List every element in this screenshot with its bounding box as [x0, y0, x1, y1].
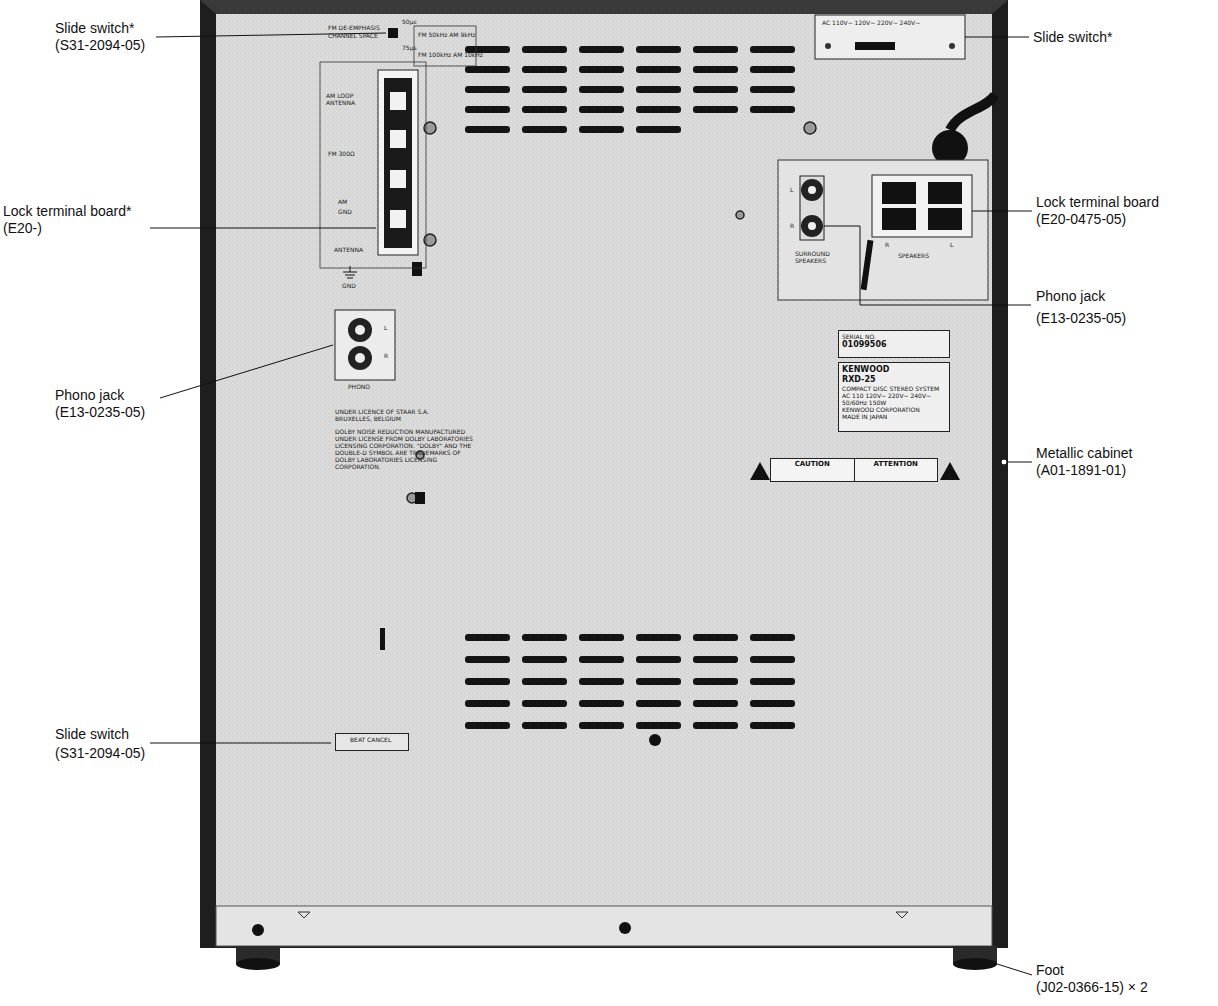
- output-panel: [778, 160, 988, 300]
- part-callout: (A01-1891-01): [1036, 462, 1126, 479]
- part-callout: (E13-0235-05): [55, 404, 145, 421]
- panel-marking: AC 110V~ 120V~ 220V~ 240V~: [822, 19, 957, 26]
- panel-marking: DOLBY NOISE REDUCTION MANUFACTURED UNDER…: [335, 428, 475, 470]
- panel-marking: GND: [338, 208, 352, 215]
- voltage-selector: [815, 15, 965, 59]
- part-callout: Phono jack: [1036, 288, 1105, 305]
- box-text: AC 110 120V~ 220V~ 240V~ 50/60Hz 150W: [842, 392, 946, 406]
- box-text: CAUTION: [771, 459, 855, 481]
- part-callout: Metallic cabinet: [1036, 445, 1133, 462]
- panel-marking: FM 300Ω: [328, 150, 355, 157]
- part-callout: Slide switch: [55, 726, 129, 743]
- serial-plate: SERIAL NO.01099506: [838, 330, 950, 358]
- part-callout: Slide switch*: [55, 20, 134, 37]
- part-callout: (E20-): [3, 220, 42, 237]
- part-callout: (E13-0235-05): [1036, 310, 1126, 327]
- panel-marking: L: [384, 324, 387, 331]
- back-panel: [216, 14, 992, 906]
- panel-marking: CHANNEL SPACE: [328, 32, 378, 39]
- panel-marking: L: [790, 186, 793, 193]
- box-text: 01099506: [842, 340, 946, 350]
- part-callout: Foot: [1036, 962, 1064, 979]
- panel-marking: L: [950, 241, 953, 248]
- part-callout: Lock terminal board*: [3, 203, 131, 220]
- box-text: COMPACT DISC STEREO SYSTEM: [842, 385, 946, 392]
- panel-marking: SURROUND SPEAKERS: [795, 250, 847, 264]
- panel-marking: UNDER LICENCE OF STAAR S.A. BRUXELLES, B…: [335, 408, 465, 422]
- part-callout: (S31-2094-05): [55, 745, 145, 762]
- box-text: ATTENTION: [855, 459, 938, 481]
- part-callout: Lock terminal board: [1036, 194, 1159, 211]
- box-text: MADE IN JAPAN: [842, 413, 946, 420]
- phono-jack-panel: [335, 310, 395, 380]
- panel-marking: FM 100kHz AM 10kHz: [418, 51, 483, 58]
- rating-plate: KENWOODRXD-25COMPACT DISC STEREO SYSTEMA…: [838, 362, 950, 432]
- speaker-terminal: [872, 175, 972, 237]
- panel-marking: GND: [342, 282, 356, 289]
- part-callout: (E20-0475-05): [1036, 211, 1126, 228]
- part-callout: Phono jack: [55, 387, 124, 404]
- part-callout: Slide switch*: [1033, 29, 1112, 46]
- panel-marking: SPEAKERS: [898, 252, 929, 259]
- panel-marking: 75μs: [402, 44, 417, 51]
- part-callout: (J02-0366-15) × 2: [1036, 979, 1148, 996]
- caution-label: CAUTIONATTENTION: [770, 458, 938, 482]
- box-text: SERIAL NO.: [842, 333, 946, 340]
- slide-switch: [388, 28, 398, 38]
- panel-marking: PHONO: [348, 383, 370, 390]
- box-text: RXD-25: [842, 375, 946, 385]
- antenna-terminal: [378, 70, 418, 255]
- box-text: KENWOOD CORPORATION: [842, 406, 946, 413]
- panel-marking: AM LOOP ANTENNA: [326, 92, 370, 106]
- box-text: BEAT CANCEL: [350, 736, 405, 743]
- part-callout: (S31-2094-05): [55, 37, 145, 54]
- panel-marking: FM DE-EMPHASIS: [328, 24, 380, 31]
- panel-marking: 50μs: [402, 18, 417, 25]
- leader-lines: [150, 33, 1032, 975]
- panel-marking: R: [790, 222, 794, 229]
- panel-marking: FM 50kHz AM 9kHz: [418, 31, 475, 38]
- panel-marking: R: [384, 352, 388, 359]
- panel-marking: ANTENNA: [334, 246, 363, 253]
- switch-label: BEAT CANCEL: [335, 733, 409, 751]
- cabinet-frame: [200, 0, 1008, 948]
- vent-slots: [465, 46, 795, 729]
- panel-marking: AM: [338, 198, 347, 205]
- box-text: KENWOOD: [842, 365, 946, 375]
- panel-marking: R: [885, 241, 889, 248]
